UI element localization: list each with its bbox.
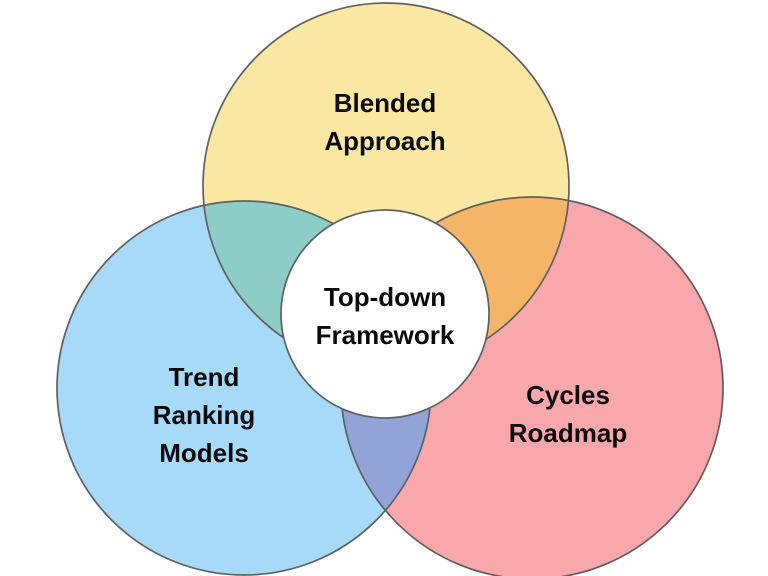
center-circle [280,209,490,419]
